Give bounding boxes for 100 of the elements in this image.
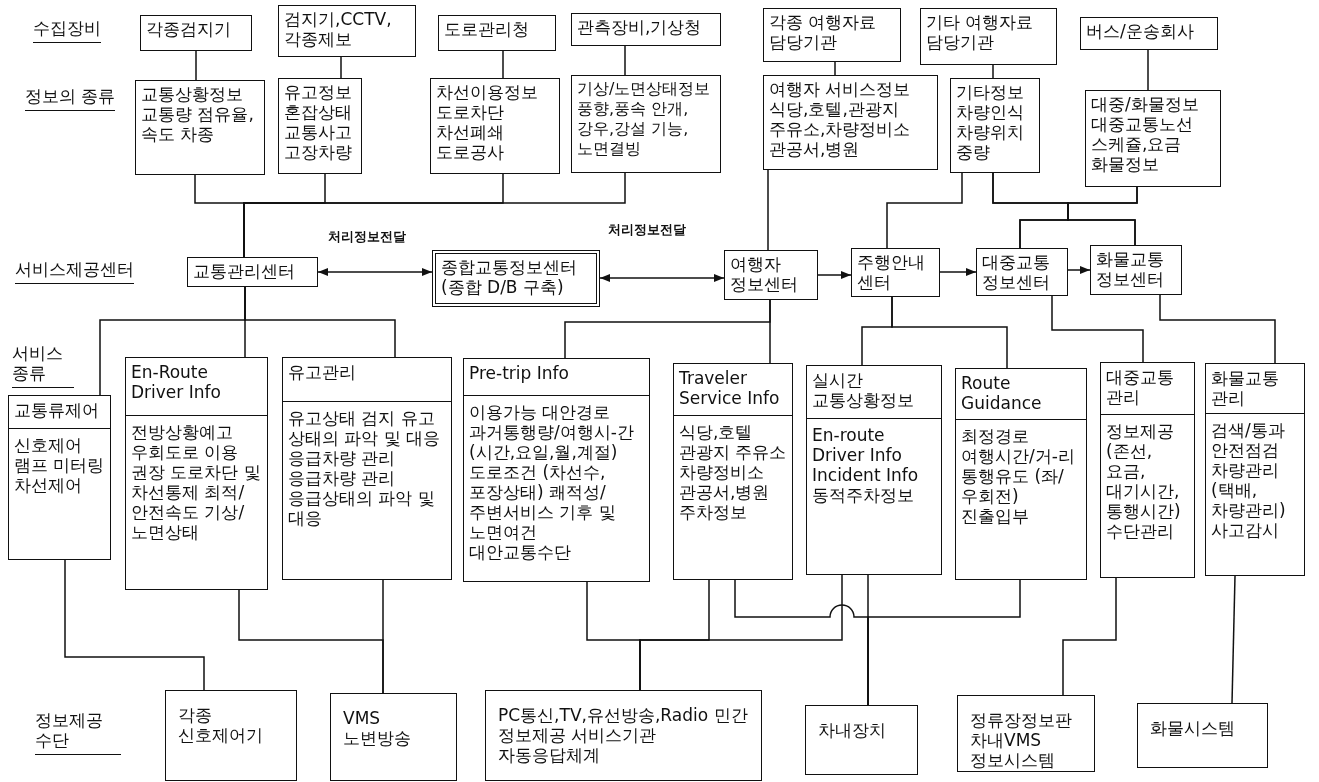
service-text: 유고상태 검지 유고 상태의 파악 및 대응 응급차량 관리 응급차량 관리 응급상태의 파악 및 대응 bbox=[287, 407, 442, 530]
source-box bbox=[920, 8, 1057, 65]
info-box bbox=[135, 80, 265, 175]
connector bbox=[769, 299, 771, 364]
connector bbox=[1067, 186, 1138, 246]
connector bbox=[767, 169, 769, 251]
connector bbox=[340, 56, 342, 79]
info-box bbox=[430, 78, 560, 174]
node-label: 여행자 서비스정보 식당,호텔,관광지 주유소,차량정비소 관공서,병원 bbox=[768, 78, 912, 161]
service-box bbox=[8, 395, 111, 560]
service-heading: 교통류제어 bbox=[9, 396, 110, 429]
node-label: 교통상황정보 교통량 점유율,속도 차종 bbox=[140, 83, 255, 146]
info-box bbox=[1085, 90, 1221, 187]
service-heading: Traveler Service Info bbox=[674, 364, 792, 416]
arrow bbox=[1067, 266, 1091, 274]
service-heading: 대중교통 관리 bbox=[1101, 363, 1194, 415]
source-box bbox=[140, 15, 252, 51]
service-box bbox=[1205, 363, 1305, 576]
edge-label: 처리정보전달 bbox=[326, 229, 408, 245]
node-label: PC통신,TV,유선방송,Radio 민간 정보제공 서비스기관 자동응답체계 bbox=[497, 704, 749, 767]
service-text: En-route Driver Info Incident Info 동적주차정보 bbox=[811, 424, 920, 507]
service-heading: 화물교통 관리 bbox=[1206, 364, 1304, 414]
connector bbox=[1231, 575, 1236, 704]
source-box bbox=[571, 13, 721, 46]
connector bbox=[64, 559, 205, 691]
node-label: 기상/노면상태정보 풍향,풍속 안개,강우,강설 기능,노면결빙 bbox=[576, 78, 712, 160]
row-label: 수집장비 bbox=[33, 18, 101, 43]
edge-label: 처리정보전달 bbox=[606, 222, 688, 238]
node-label: 정류장정보판 차내VMS 정보시스템 bbox=[969, 709, 1073, 772]
node-label: 화물시스템 bbox=[1149, 717, 1236, 740]
center-box bbox=[1090, 245, 1182, 295]
arrow bbox=[817, 271, 852, 279]
output-box bbox=[957, 695, 1095, 772]
service-text: 정보제공 (존선, 요금, 대기시간, 통행시간) 수단관리 bbox=[1105, 420, 1182, 543]
connector bbox=[244, 286, 396, 358]
node-label: 기타정보 차량인식 차량위치 중량 bbox=[955, 81, 1025, 164]
info-box bbox=[950, 78, 1040, 173]
node-label: 버스/운송회사 bbox=[1085, 20, 1195, 43]
node-label: 차선이용정보 도로차단 차선폐쇄 도로공사 bbox=[435, 81, 539, 164]
service-heading: En-Route Driver Info bbox=[126, 358, 267, 416]
service-box bbox=[955, 368, 1087, 580]
source-box bbox=[438, 15, 556, 51]
info-box bbox=[571, 75, 721, 173]
service-box bbox=[806, 365, 942, 575]
connector bbox=[891, 296, 1008, 369]
service-heading: Route Guidance bbox=[956, 369, 1086, 420]
service-box bbox=[673, 363, 793, 580]
node-label: 도로관리청 bbox=[443, 18, 530, 41]
arrow bbox=[939, 268, 977, 276]
connector bbox=[992, 64, 994, 79]
center-box bbox=[976, 248, 1068, 296]
arrow bbox=[317, 268, 433, 276]
connector bbox=[1051, 295, 1144, 363]
source-box bbox=[763, 8, 901, 62]
service-text: 신호제어 램프 미터링 차선제어 bbox=[13, 434, 106, 497]
output-box bbox=[485, 690, 762, 781]
arrow bbox=[599, 274, 725, 282]
connector bbox=[867, 579, 1021, 706]
source-box bbox=[1080, 17, 1218, 50]
source-box bbox=[278, 5, 416, 57]
node-label: VMS 노변방송 bbox=[342, 707, 412, 750]
connector bbox=[886, 172, 963, 249]
connector bbox=[624, 45, 626, 76]
row-label: 서비스 종류 bbox=[12, 343, 74, 388]
node-label: 화물교통 정보센터 bbox=[1095, 248, 1165, 291]
node-label: 각종 신호제어기 bbox=[177, 704, 264, 747]
center-box bbox=[724, 250, 818, 300]
node-label: 각종 여행자료 담당기관 bbox=[768, 11, 878, 54]
row-label: 정보제공 수단 bbox=[35, 710, 121, 755]
node-label: 주행안내 센터 bbox=[856, 251, 926, 294]
connector bbox=[639, 574, 843, 691]
output-box bbox=[330, 693, 457, 781]
node-label: 차내장치 bbox=[817, 719, 887, 742]
row-label: 서비스제공센터 bbox=[15, 259, 134, 284]
service-box bbox=[282, 357, 452, 580]
node-label: 유고정보 혼잡상태 교통사고 고장차량 bbox=[283, 81, 353, 164]
info-box bbox=[763, 75, 938, 170]
node-label: 각종검지기 bbox=[145, 18, 232, 41]
service-text: 식당,호텔 관광지 주유소 차량정비소 관공서,병원 주차정보 bbox=[678, 421, 788, 524]
service-text: 최정경로 여행시간/거-리 통행유도 (좌/우회전) 진출입부 bbox=[960, 425, 1076, 528]
output-box bbox=[1137, 703, 1268, 768]
service-text: 이용가능 대안경로 과거통행량/여행시-간 (시간,요일,월,계절) 도로조건 (차선수,포장상태) 쾌적성/주변서비스 기후 및 노면여건 대안교통수단 bbox=[468, 401, 635, 564]
info-box bbox=[278, 78, 362, 174]
service-heading: 유고관리 bbox=[283, 358, 451, 402]
connector bbox=[834, 61, 836, 76]
node-label: 교통관리센터 bbox=[192, 260, 296, 283]
service-text: 전방상황예고 우회도로 이용 권장 도로차단 및 차선통제 최적/안전속도 기상/노면상태 bbox=[130, 421, 262, 544]
node-label: 관측장비,기상청 bbox=[576, 16, 703, 39]
service-box bbox=[125, 357, 268, 590]
node-label: 대중교통 정보센터 bbox=[981, 251, 1051, 294]
center-box bbox=[187, 257, 318, 287]
connector bbox=[1062, 577, 1117, 696]
center-box bbox=[851, 248, 940, 297]
connector bbox=[502, 50, 504, 79]
connector bbox=[1147, 49, 1149, 91]
connector bbox=[195, 50, 197, 81]
node-label: 대중/화물정보 대중교통노선 스케쥴,요금 화물정보 bbox=[1090, 93, 1200, 176]
node-label: 종합교통정보센터 (종합 D/B 구축) bbox=[440, 256, 578, 299]
output-box bbox=[805, 705, 918, 775]
node-label: 검지기,CCTV, 각종제보 bbox=[283, 8, 393, 51]
